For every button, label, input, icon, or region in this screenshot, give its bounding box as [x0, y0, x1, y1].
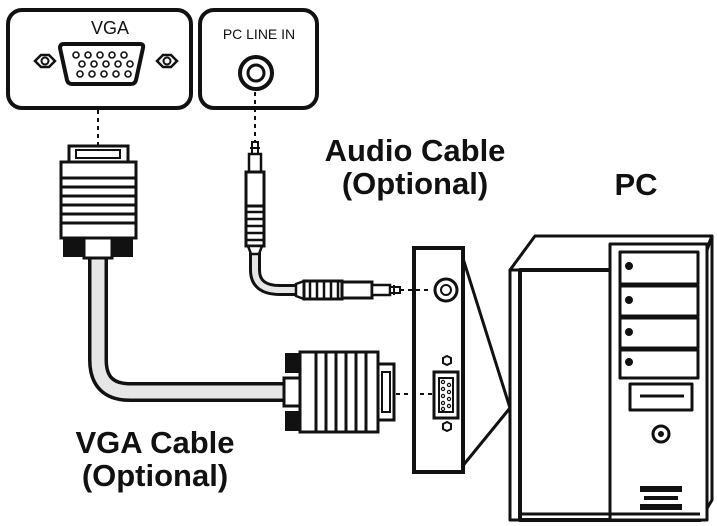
- line-in-jack: [238, 55, 274, 91]
- vga-port-panel: [6, 8, 193, 110]
- pc-tower: [508, 234, 714, 522]
- pc-front-vents: [640, 486, 682, 510]
- audio-plug-top: [244, 141, 266, 256]
- audio-cable-label: Audio Cable (Optional): [300, 134, 530, 201]
- pc-audio-jack: [433, 277, 459, 303]
- vga-cable: [88, 255, 288, 402]
- vga-port-screw-left: [33, 53, 57, 69]
- pc-label: PC: [614, 167, 658, 202]
- pc-drive-bays: [618, 250, 700, 380]
- vga-cable-label: VGA Cable (Optional): [40, 426, 270, 493]
- line-in-port-label: PC LINE IN: [222, 26, 296, 42]
- vga-cable-label-line1: VGA Cable: [75, 425, 235, 460]
- line-in-port-panel: [198, 8, 319, 110]
- vga-cable-label-line2: (Optional): [81, 458, 229, 494]
- vga-port-screw-right: [155, 53, 179, 69]
- pc-back-panel: [412, 246, 512, 474]
- pc-power-button: [651, 424, 671, 444]
- vga-plug-bottom: [282, 350, 396, 434]
- vga-port-socket: [57, 42, 146, 86]
- audio-plug-right: [294, 279, 401, 301]
- audio-cable: [249, 246, 302, 296]
- vga-plug-top: [59, 144, 138, 260]
- vga-port-label: VGA: [90, 18, 129, 38]
- pc-vga-socket: [432, 370, 460, 420]
- pc-floppy-drive: [628, 382, 694, 412]
- audio-cable-label-line1: Audio Cable: [324, 133, 506, 168]
- audio-cable-label-line2: (Optional): [341, 166, 489, 202]
